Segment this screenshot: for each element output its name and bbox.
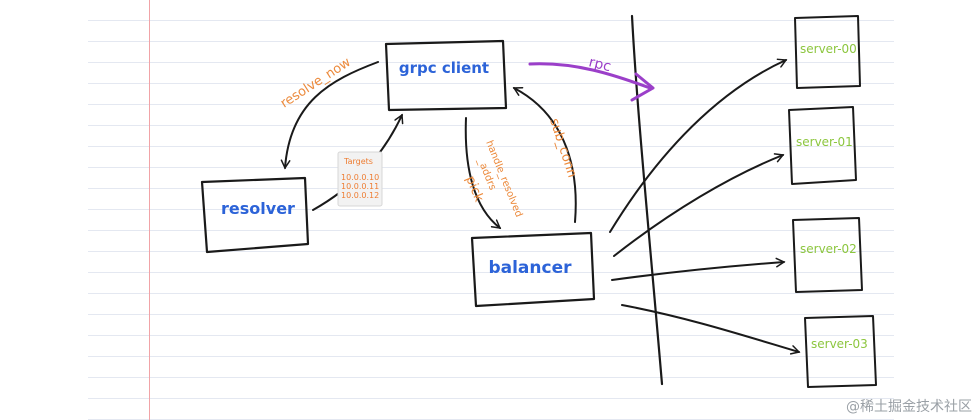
targets-note: Targets 10.0.0.10 10.0.0.11 10.0.0.12 [337, 151, 383, 207]
server-node-02: server-02 [792, 217, 863, 293]
resolve-now-label: resolve_now [278, 55, 354, 112]
rpc-arrow-head [630, 72, 655, 102]
server-node-01: server-01 [788, 106, 857, 185]
targets-title: Targets [343, 157, 373, 166]
sub-conn-arrow [512, 87, 577, 223]
balancer-label: balancer [488, 258, 572, 278]
targets-ip-1: 10.0.0.11 [341, 182, 379, 191]
server-node-00: server-00 [794, 15, 861, 89]
network-boundary-line [630, 14, 664, 386]
resolver-label: resolver [221, 199, 295, 218]
grpc-client-node: grpc client [384, 39, 508, 112]
rpc-label: rpc [587, 54, 613, 75]
sub-conn-label: sub_conn [546, 117, 579, 180]
grpc-client-label: grpc client [399, 59, 489, 77]
targets-ip-0: 10.0.0.10 [341, 173, 379, 182]
watermark-text: @稀土掘金技术社区 [846, 399, 972, 415]
server-label-03: server-03 [811, 337, 868, 351]
rpc-arrow [528, 62, 652, 90]
balancer-to-server-00-arrow [609, 58, 788, 233]
right-whitespace [894, 0, 980, 420]
red-margin-line [149, 0, 150, 420]
handle-resolved-addrs-arrow [464, 117, 502, 229]
server-node-03: server-03 [804, 315, 877, 388]
resolver-node: resolver [200, 176, 310, 254]
server-label-00: server-00 [800, 42, 857, 56]
server-label-02: server-02 [800, 242, 857, 256]
balancer-to-server-01-arrow [613, 153, 785, 257]
balancer-to-server-02-arrow [611, 257, 786, 281]
balancer-node: balancer [470, 231, 596, 308]
balancer-to-server-03-arrow [621, 304, 801, 355]
resolve-now-arrow [280, 61, 379, 170]
targets-ip-2: 10.0.0.12 [341, 191, 379, 200]
server-label-01: server-01 [796, 135, 853, 149]
left-whitespace [0, 0, 88, 420]
